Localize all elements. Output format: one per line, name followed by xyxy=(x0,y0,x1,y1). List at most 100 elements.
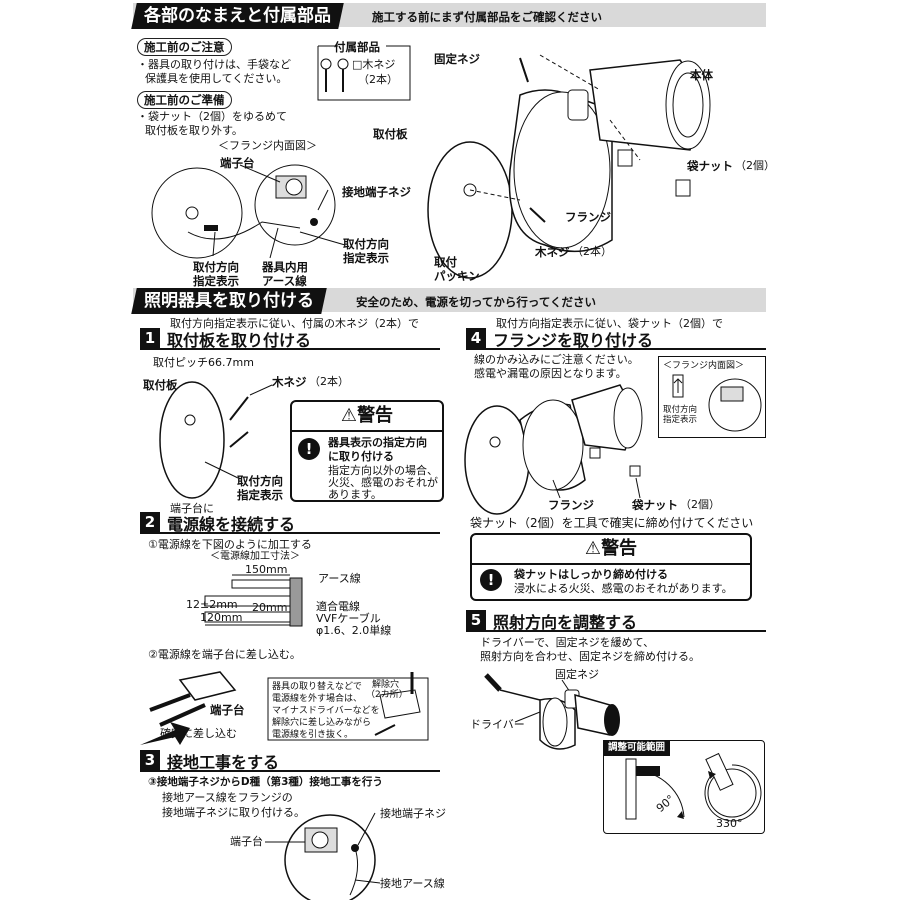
preparation-text1: ・袋ナット（2個）をゆるめて xyxy=(137,110,287,123)
precaution-label: 施工前のご注意 xyxy=(137,38,232,56)
label-mount-plate: 取付板 xyxy=(373,127,408,141)
cable-dimension-drawing xyxy=(204,574,303,627)
section1-title: 各部のなまえと付属部品 xyxy=(131,3,344,29)
warning1-text3: あります。 xyxy=(328,488,382,501)
section1-note: 施工する前にまず付属部品をご確認ください xyxy=(372,10,602,24)
preparation-label: 施工前のご準備 xyxy=(137,91,232,109)
warning2-bold: 袋ナットはしっかり締め付ける xyxy=(514,568,668,581)
step4-tighten: 袋ナット（2個）を工具で確実に締め付けてください xyxy=(470,516,754,530)
step3-sub: ③接地端子ネジからD種（第3種）接地工事を行う xyxy=(148,776,383,788)
step5-rule xyxy=(466,630,766,632)
accessories-item1: □木ネジ xyxy=(352,58,396,71)
step2-note1: 器具の取り替えなどで xyxy=(272,682,362,692)
step4-flange: フランジ xyxy=(548,498,594,512)
exclamation-icon: ! xyxy=(480,569,502,591)
flange-diagram-title: ＜フランジ内面図＞ xyxy=(218,139,317,152)
step5-driver: ドライバー xyxy=(470,718,525,731)
dim-120mm: 120mm xyxy=(200,611,243,624)
label-mark2: 指定表示 xyxy=(193,274,239,288)
step4-rule xyxy=(466,348,766,350)
warning2-title: ⚠警告 xyxy=(472,535,750,565)
step2-release1: 解除穴 xyxy=(372,680,400,690)
step5-title: 照射方向を調整する xyxy=(493,613,638,632)
cable-spec2: VVFケーブル xyxy=(316,612,381,625)
step5-driver-drawing xyxy=(484,673,620,750)
warning1-bold1: 器具表示の指定方向 xyxy=(328,436,427,449)
step3-text1: 接地アース線をフランジの xyxy=(162,791,293,804)
step4-text1: 線のかみ込みにご注意ください。 xyxy=(474,353,639,366)
warning1-text1: 指定方向以外の場合、 xyxy=(328,464,438,477)
label-direction2: 指定表示 xyxy=(343,251,389,265)
accessories-item2: （2本） xyxy=(358,73,398,86)
step2-sub2: ②電源線を端子台に差し込む。 xyxy=(148,648,301,661)
label-body: 本体 xyxy=(690,68,713,82)
dim-20mm: 20mm xyxy=(252,601,288,614)
accessories-label: 付属部品 xyxy=(334,40,380,54)
step5-text2: 照射方向を合わせ、固定ネジを締め付ける。 xyxy=(480,650,700,663)
dim-12mm: 12±2mm xyxy=(186,598,238,611)
label-cap-nut-count: （2個） xyxy=(735,159,775,172)
label-cap-nut: 袋ナット xyxy=(687,159,733,173)
precaution-text1: ・器具の取り付けは、手袋など xyxy=(137,58,291,71)
step4-cap-nut: 袋ナット xyxy=(632,498,678,512)
adjust-range-title: 調整可能範囲 xyxy=(603,740,671,756)
step5-fixing-screw: 固定ネジ xyxy=(555,668,599,681)
step1-sub: 取付方向指定表示に従い、付属の木ネジ（2本）で xyxy=(170,317,419,330)
step1-number: 1 xyxy=(140,328,160,348)
step4-text2: 感電や漏電の原因となります。 xyxy=(474,367,627,380)
label-wood-screw: 木ネジ xyxy=(535,245,570,259)
dim-150mm: 150mm xyxy=(245,563,288,576)
step2-terminal: 端子台 xyxy=(210,703,245,717)
warning1-title: ⚠警告 xyxy=(292,402,442,432)
step4-cap-nut-count: （2個） xyxy=(680,498,720,511)
label-direction1: 取付方向 xyxy=(343,237,389,251)
step5-number: 5 xyxy=(466,610,486,630)
step1-title: 取付板を取り付ける xyxy=(167,331,312,350)
warning1-box: ⚠警告 ! 器具表示の指定方向 に取り付ける 指定方向以外の場合、 火災、感電の… xyxy=(290,400,444,502)
label-wood-screw-count: （2本） xyxy=(572,245,612,258)
step3-flange-drawing xyxy=(265,812,381,900)
adjust-range-drawing xyxy=(625,752,762,822)
step2-note3: マイナスドライバーなどを xyxy=(272,706,380,716)
step1-screw: 木ネジ xyxy=(272,375,307,389)
inset-flange-drawing xyxy=(672,374,762,432)
terminal-insert-drawing xyxy=(140,671,429,745)
precaution-text2: 保護具を使用してください。 xyxy=(145,72,288,85)
step1-plate-drawing xyxy=(159,381,273,499)
label-terminal: 端子台 xyxy=(220,156,255,170)
section2-title: 照明器具を取り付ける xyxy=(131,288,327,314)
label-mark1: 取付方向 xyxy=(193,260,239,274)
warning2-box: ⚠警告 ! 袋ナットはしっかり締め付ける 浸水による火災、感電のおそれがあります… xyxy=(470,533,752,601)
exclamation-icon: ! xyxy=(298,438,320,460)
step1-direction2: 指定表示 xyxy=(237,488,283,502)
step4-title: フランジを取り付ける xyxy=(493,331,654,350)
exploded-parts-drawing xyxy=(427,54,711,279)
step2-sub: 端子台に xyxy=(170,502,214,515)
step3-ground-screw: 接地端子ネジ xyxy=(380,807,446,820)
label-packing1: 取付 xyxy=(434,255,457,269)
step2-sub1: ①電源線を下図のように加工する xyxy=(148,538,312,551)
label-flange: フランジ xyxy=(565,210,611,224)
step4-assembly-drawing xyxy=(464,384,643,515)
step2-note2: 電源線を外す場合は、 xyxy=(272,694,363,704)
warning-triangle-icon: ⚠ xyxy=(340,405,358,426)
warning2-text: 浸水による火災、感電のおそれがあります。 xyxy=(514,582,733,595)
step4-number: 4 xyxy=(466,328,486,348)
warning1-bold2: に取り付ける xyxy=(328,450,394,463)
step2-title: 電源線を接続する xyxy=(167,515,296,534)
adjust-90deg: 90° xyxy=(653,792,678,815)
step3-ground-wire: 接地アース線 xyxy=(380,877,445,890)
label-earth1: 器具内用 xyxy=(262,260,308,274)
step2-insert: 確実に差し込む xyxy=(160,727,237,740)
flange-inner-drawing xyxy=(151,164,346,259)
step2-release2: （2カ所） xyxy=(366,690,408,700)
step3-terminal: 端子台 xyxy=(230,835,263,848)
step1-pitch: 取付ピッチ66.7mm xyxy=(153,356,254,369)
step4-inset2: 指定表示 xyxy=(663,415,698,425)
step3-text2: 接地端子ネジに取り付ける。 xyxy=(162,806,305,819)
section2-note: 安全のため、電源を切ってから行ってください xyxy=(356,295,597,309)
step5-text1: ドライバーで、固定ネジを緩めて、 xyxy=(480,636,655,649)
step2-note4: 解除穴に差し込みながら xyxy=(272,718,372,728)
step4-sub: 取付方向指定表示に従い、袋ナット（2個）で xyxy=(496,317,723,330)
preparation-text2: 取付板を取り外す。 xyxy=(145,124,243,137)
